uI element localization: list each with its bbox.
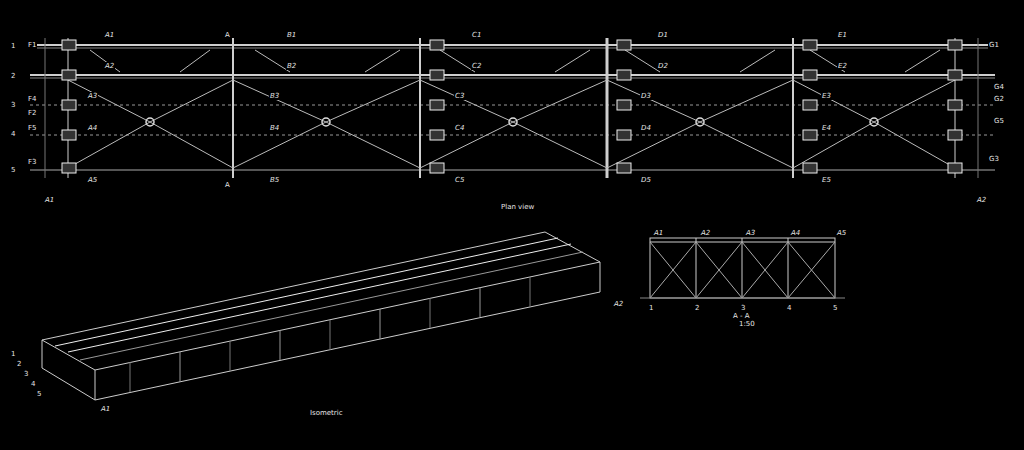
grid-label: G5 <box>993 117 1005 125</box>
bay-label: A4 <box>87 124 98 132</box>
bay-label: C1 <box>471 31 482 39</box>
bay-label: E1 <box>837 31 848 39</box>
bay-label: D2 <box>657 62 669 70</box>
bay-label: E3 <box>821 92 832 100</box>
bay-label: D3 <box>640 92 652 100</box>
grid-label: F2 <box>27 109 37 117</box>
bay-label: B5 <box>269 176 280 184</box>
bay-label: B4 <box>269 124 280 132</box>
bay-label: B1 <box>286 31 297 39</box>
grid-label: F1 <box>27 41 37 49</box>
bay-label: A3 <box>87 92 98 100</box>
grid-number: 1 <box>10 350 16 358</box>
bay-label: A3 <box>745 229 756 237</box>
grid-label: G3 <box>988 155 1000 163</box>
grid-label: G1 <box>988 41 1000 49</box>
bay-label: C2 <box>471 62 482 70</box>
bay-label: B3 <box>269 92 280 100</box>
grid-number: 2 <box>16 360 22 368</box>
bay-label: A5 <box>87 176 98 184</box>
bay-label: E4 <box>821 124 832 132</box>
bay-label: D5 <box>640 176 652 184</box>
bay-label: C4 <box>454 124 465 132</box>
grid-number: 2 <box>694 304 700 312</box>
view-title: Plan view <box>500 203 535 211</box>
grid-number: 5 <box>10 166 16 174</box>
section-marker: A <box>224 181 231 189</box>
grid-label: G4 <box>993 83 1005 91</box>
grid-number: 1 <box>10 42 16 50</box>
bay-label: C3 <box>454 92 465 100</box>
bay-label: A2 <box>976 196 987 204</box>
grid-label: F4 <box>27 95 37 103</box>
bay-label: C5 <box>454 176 465 184</box>
grid-number: 2 <box>10 72 16 80</box>
bay-label: B2 <box>286 62 297 70</box>
grid-number: 3 <box>740 304 746 312</box>
grid-label: G2 <box>993 95 1005 103</box>
grid-label: F5 <box>27 124 37 132</box>
bay-label: A4 <box>790 229 801 237</box>
grid-number: 3 <box>10 101 16 109</box>
grid-number: 4 <box>10 130 16 138</box>
grid-number: 1 <box>648 304 654 312</box>
bay-label: A1 <box>104 31 115 39</box>
section-marker: A <box>224 31 231 39</box>
bay-label: D4 <box>640 124 652 132</box>
bay-label: A2 <box>104 62 115 70</box>
bay-label: E2 <box>837 62 848 70</box>
grid-label: F3 <box>27 158 37 166</box>
bay-label: A1 <box>653 229 664 237</box>
grid-number: 4 <box>30 380 36 388</box>
view-title: Isometric <box>309 409 344 417</box>
grid-number: 5 <box>36 390 42 398</box>
bay-label: A1 <box>100 405 111 413</box>
drawing-label: 1:50 <box>738 320 756 328</box>
bay-label: A5 <box>836 229 847 237</box>
bay-label: A2 <box>700 229 711 237</box>
bay-label: E5 <box>821 176 832 184</box>
bay-label: D1 <box>657 31 669 39</box>
bay-label: A1 <box>44 196 55 204</box>
grid-number: 4 <box>786 304 792 312</box>
view-title: A - A <box>732 312 751 320</box>
grid-number: 5 <box>832 304 838 312</box>
grid-number: 3 <box>23 370 29 378</box>
bay-label: A2 <box>613 300 624 308</box>
